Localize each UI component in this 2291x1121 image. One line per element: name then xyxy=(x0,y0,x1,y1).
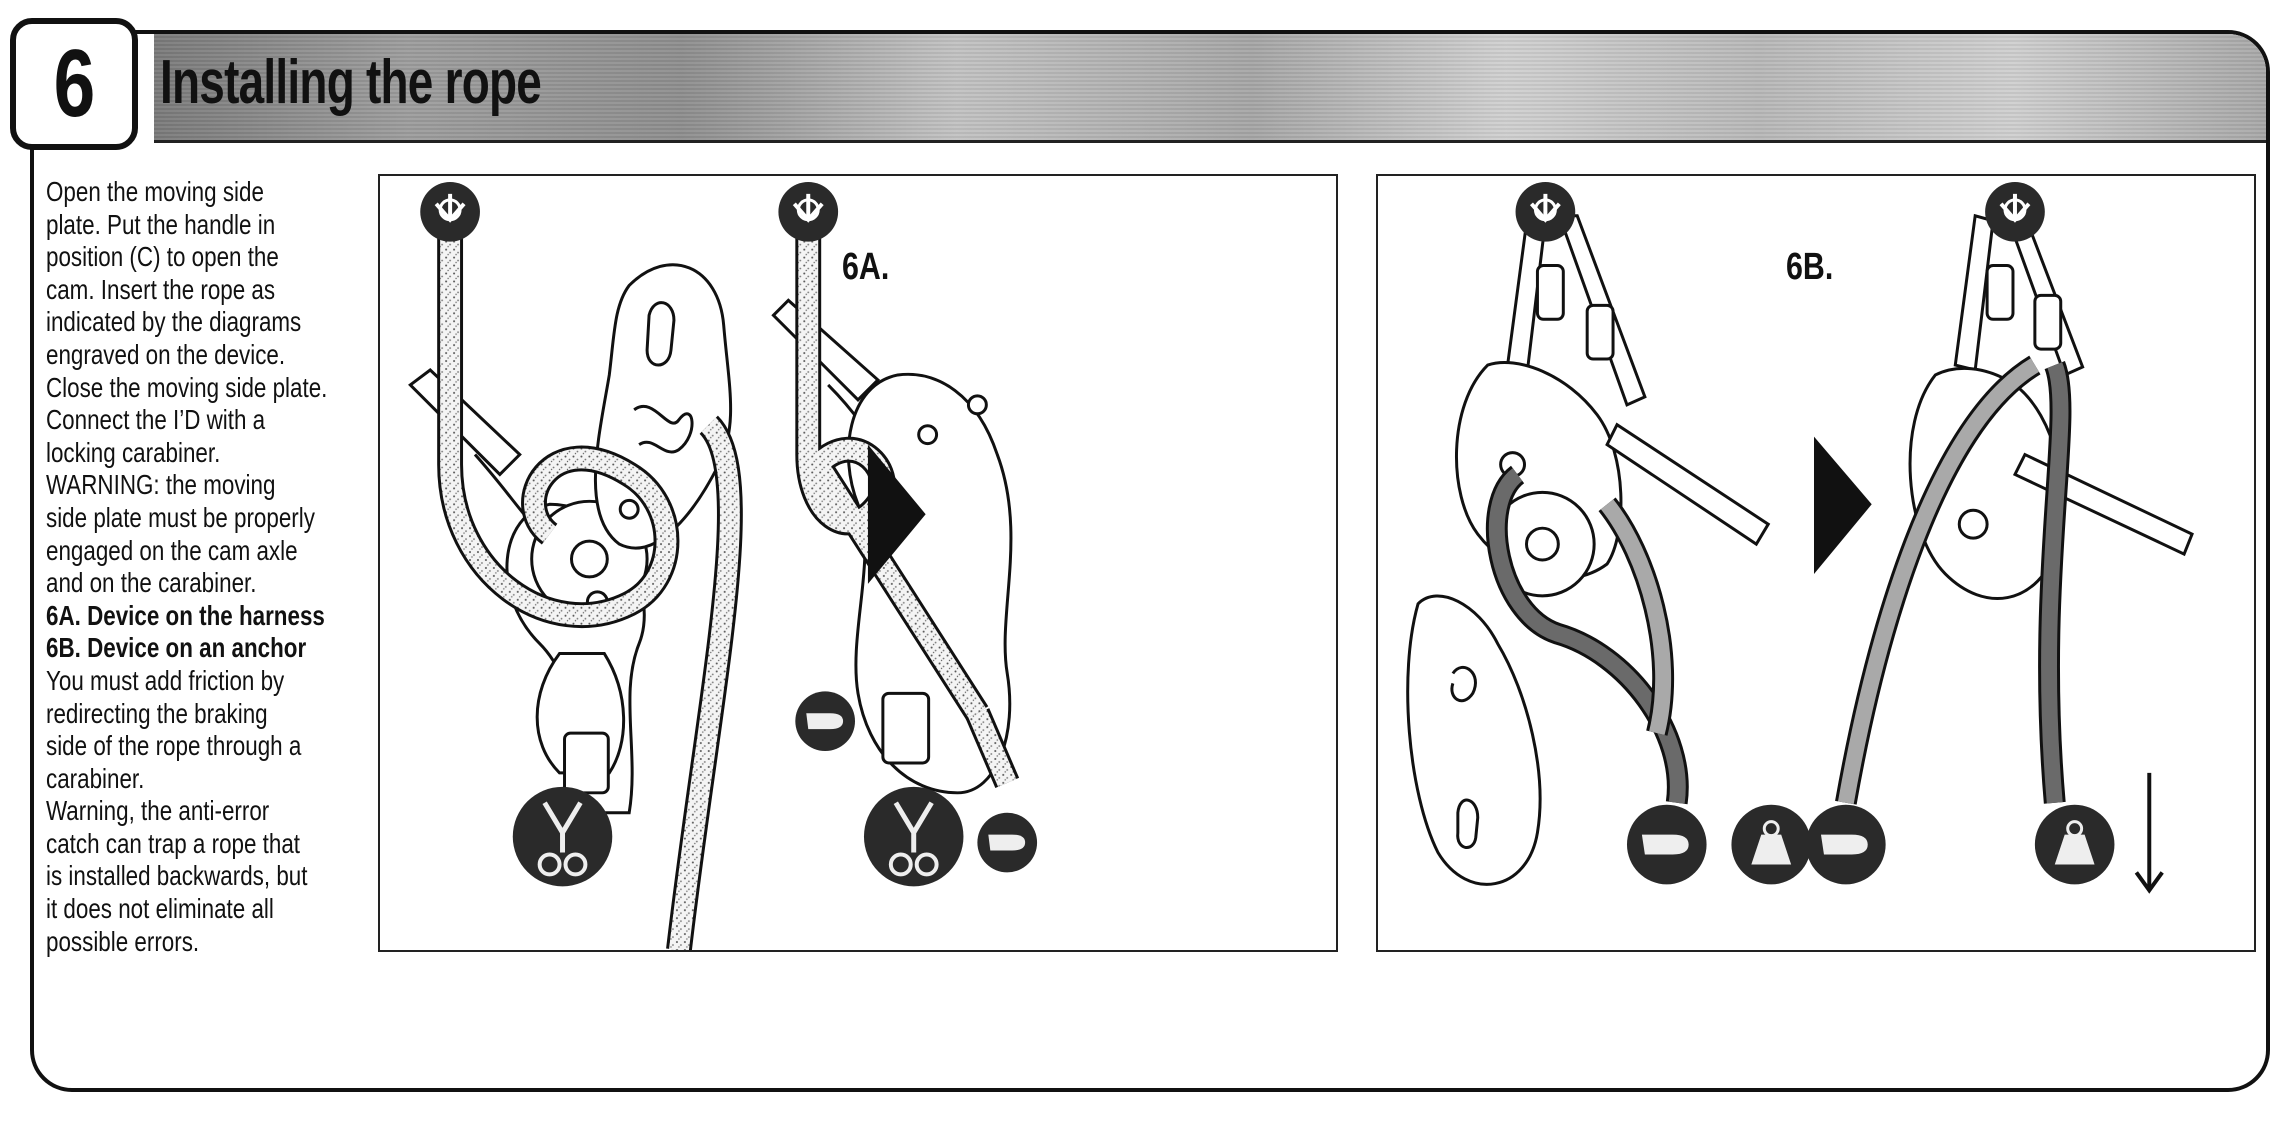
instruction-line: engraved on the device. xyxy=(46,338,286,370)
weight-icon xyxy=(1731,804,1812,885)
instruction-line: and on the carabiner. xyxy=(46,567,257,599)
instruction-line: side plate must be properly xyxy=(46,501,315,533)
step-number: 6 xyxy=(53,30,96,137)
panel-6b-illustration xyxy=(1406,181,2194,894)
instruction-line: catch can trap a rope that xyxy=(46,827,301,859)
instruction-line: carabiner. xyxy=(46,762,145,794)
instruction-line: engaged on the cam axle xyxy=(46,534,298,566)
instruction-line: Close the moving side plate. xyxy=(46,371,328,403)
arrow-right-icon xyxy=(1814,436,1872,574)
instruction-line: WARNING: the moving xyxy=(46,469,276,501)
arrow-right-icon xyxy=(867,444,926,584)
panel-6b: 6B. xyxy=(1376,174,2256,952)
instruction-line: possible errors. xyxy=(46,925,200,957)
harness-icon xyxy=(512,786,613,887)
panel-6a-illustration xyxy=(408,181,1038,950)
instruction-line: plate. Put the handle in xyxy=(46,208,276,240)
hand-icon xyxy=(1626,804,1707,885)
instruction-line: side of the rope through a xyxy=(46,730,302,762)
instruction-line: locking carabiner. xyxy=(46,436,221,468)
step-number-box: 6 xyxy=(10,18,138,150)
instruction-line: it does not eliminate all xyxy=(46,893,274,925)
instruction-line: Warning, the anti-error xyxy=(46,795,270,827)
harness-icon xyxy=(863,786,964,887)
panel-6a-label: 6A. xyxy=(842,246,890,288)
instruction-line: Open the moving side xyxy=(46,176,264,207)
instruction-line: Connect the I’D with a xyxy=(46,404,266,436)
instruction-line: position (C) to open the xyxy=(46,241,279,273)
hand-icon xyxy=(977,812,1038,873)
arrow-down-icon xyxy=(2134,772,2164,894)
anchor-icon xyxy=(1985,181,2045,242)
instruction-line: cam. Insert the rope as xyxy=(46,273,276,305)
instruction-line: 6A. Device on the harness xyxy=(46,599,325,631)
panel-6b-label: 6B. xyxy=(1786,246,1834,288)
panel-6a: 6A. xyxy=(378,174,1338,952)
instruction-line: redirecting the braking xyxy=(46,697,268,729)
anchor-icon xyxy=(778,181,839,242)
anchor-device-figure xyxy=(1406,213,1771,886)
instruction-line: You must add friction by xyxy=(46,664,285,696)
hand-icon xyxy=(795,691,856,752)
anchor-icon xyxy=(420,181,480,242)
instruction-line: is installed backwards, but xyxy=(46,860,308,892)
section-title: Installing the rope xyxy=(160,48,542,117)
header-band xyxy=(154,34,2266,143)
weight-icon xyxy=(2034,804,2115,885)
instruction-line: 6B. Device on an anchor xyxy=(46,632,307,664)
redirected-device-figure xyxy=(1908,213,2194,600)
instruction-line: indicated by the diagrams xyxy=(46,306,302,338)
anchor-icon xyxy=(1515,181,1576,242)
hand-icon xyxy=(1806,804,1886,885)
